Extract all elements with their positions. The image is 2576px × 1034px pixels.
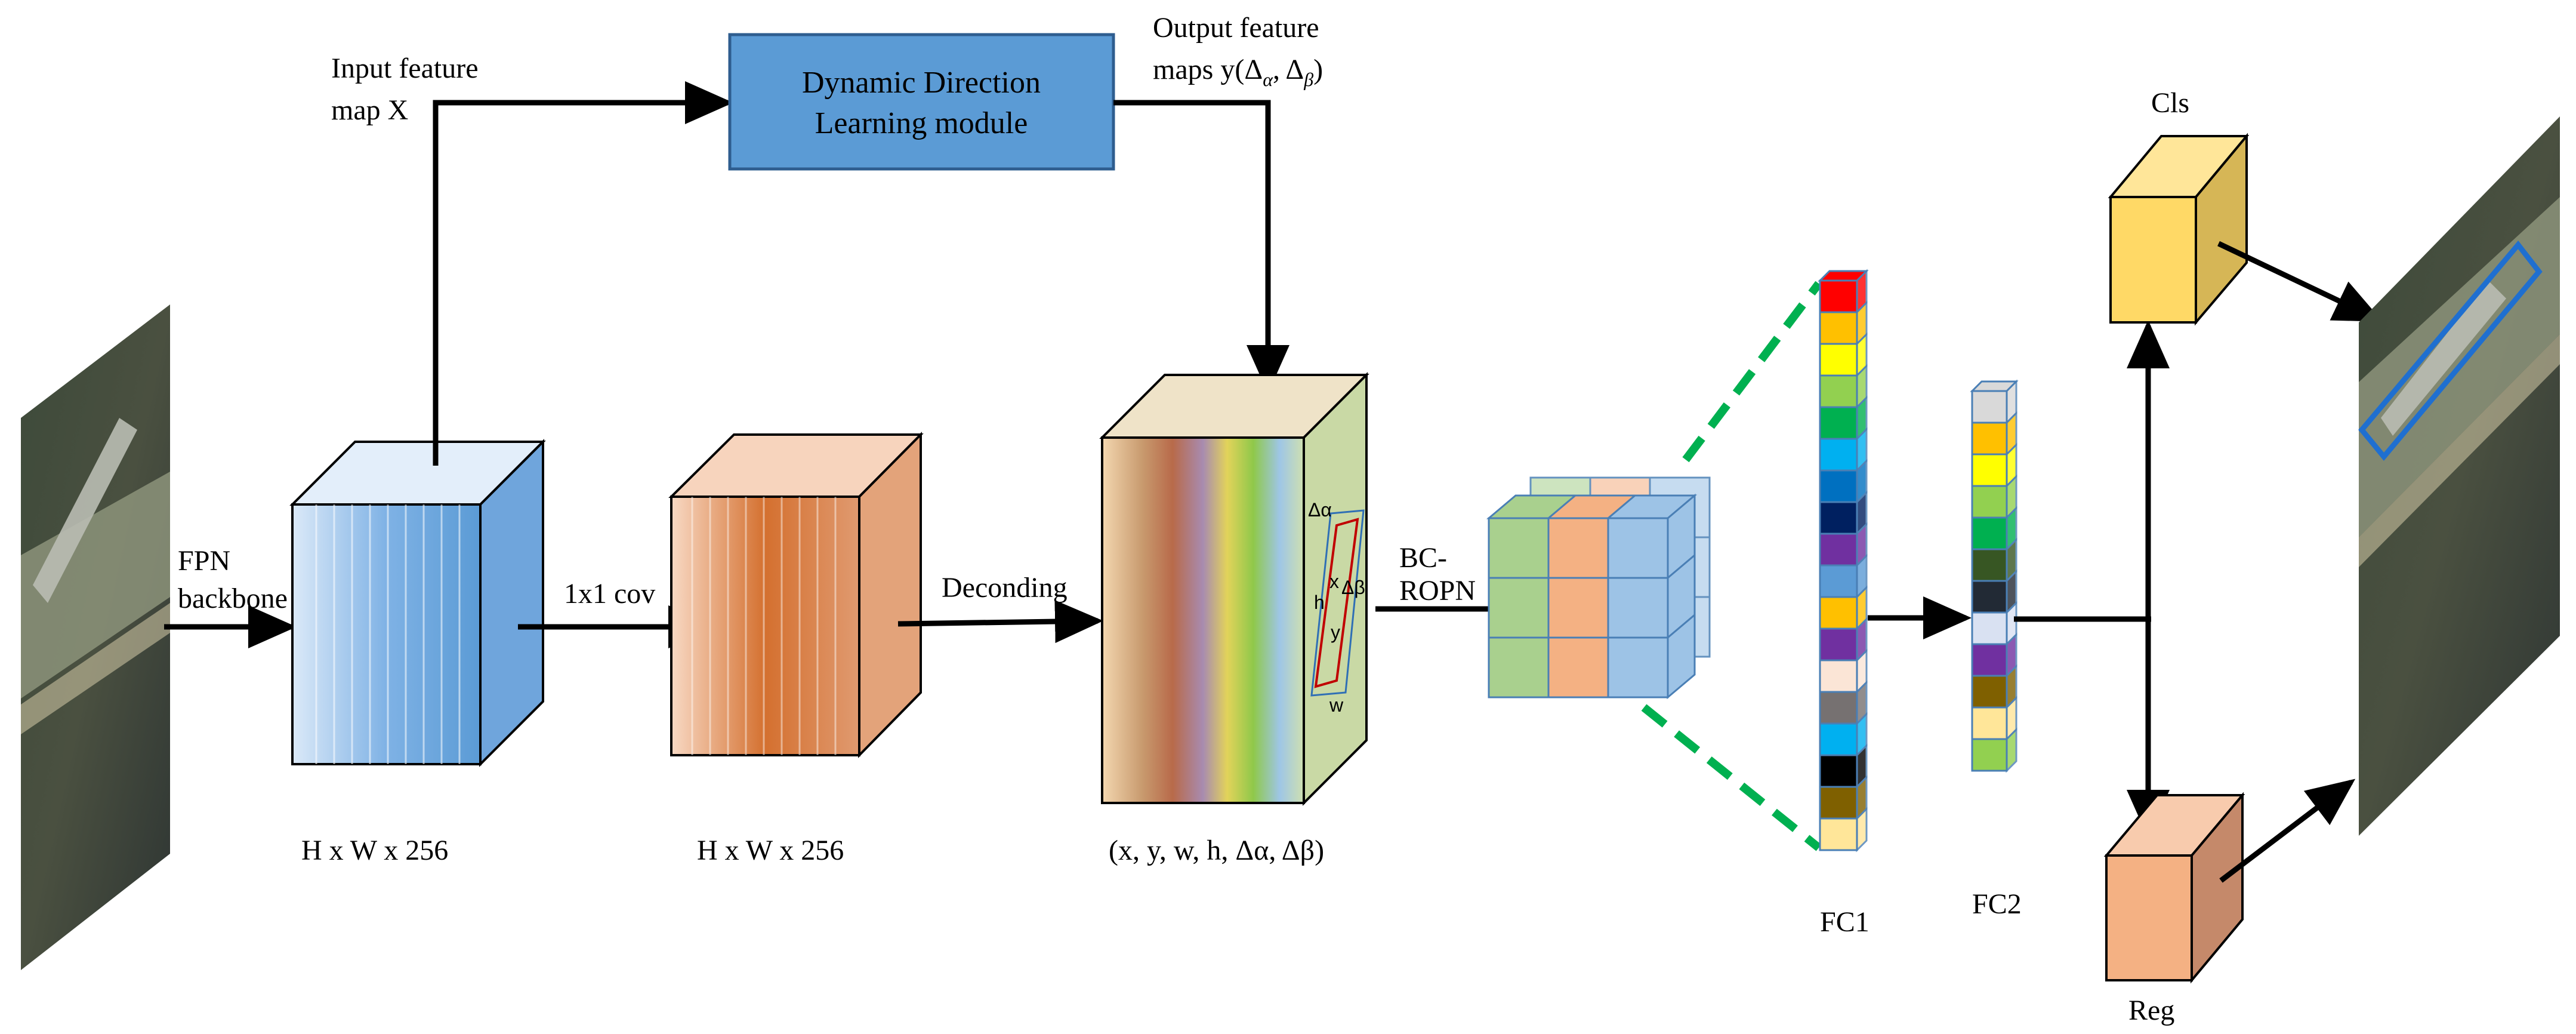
box-label-w: w bbox=[1329, 694, 1344, 716]
dashed-line-top bbox=[1682, 281, 1822, 463]
cls-label: Cls bbox=[2151, 87, 2189, 119]
box-label-da: Δα bbox=[1308, 499, 1332, 521]
fc1-cell bbox=[1819, 469, 1858, 503]
arrow-input-to-module bbox=[433, 81, 733, 466]
bc-label-line2: ROPN bbox=[1399, 575, 1476, 607]
outputs-tuple-label: (x, y, w, h, Δα, Δβ) bbox=[1109, 835, 1324, 866]
decoding-label: Deconding bbox=[942, 572, 1068, 604]
fc1-cell bbox=[1819, 659, 1858, 693]
fc2-cell bbox=[1971, 485, 2008, 519]
arrow-module-to-output bbox=[1113, 100, 1289, 393]
box-label-x: x bbox=[1329, 571, 1339, 592]
cls-cube bbox=[2108, 133, 2250, 326]
dim-label-1: H x W x 256 bbox=[301, 835, 448, 866]
box-label-y: y bbox=[1331, 621, 1340, 643]
reg-label: Reg bbox=[2128, 995, 2174, 1026]
module-label-line1: Dynamic Direction bbox=[802, 66, 1041, 100]
arrow-decoding bbox=[897, 600, 1103, 644]
fc2-cell bbox=[1971, 548, 2008, 582]
dim-label-2: H x W x 256 bbox=[697, 835, 844, 866]
fc1-cell bbox=[1819, 343, 1858, 377]
module-label-line2: Learning module bbox=[815, 106, 1028, 140]
fc1-cell bbox=[1819, 279, 1858, 313]
fc1-cell bbox=[1819, 311, 1858, 345]
output-label-line1: Output feature bbox=[1153, 12, 1319, 44]
dynamic-direction-module bbox=[728, 33, 1115, 171]
fc1-cell bbox=[1819, 754, 1858, 788]
fc1-cell bbox=[1819, 533, 1858, 567]
fc1-cell bbox=[1819, 722, 1858, 756]
box-label-db: Δβ bbox=[1341, 577, 1365, 598]
fc1-cell bbox=[1819, 786, 1858, 820]
fc2-cell bbox=[1971, 390, 2008, 424]
fc2-label: FC2 bbox=[1972, 888, 2022, 920]
fc2-cell bbox=[1971, 580, 2008, 614]
fpn-label-line1: FPN bbox=[178, 545, 230, 577]
fpn-label-line2: backbone bbox=[178, 583, 288, 614]
orange-feature-block bbox=[668, 432, 924, 758]
blue-feature-block bbox=[289, 439, 546, 767]
reg-cube bbox=[2103, 792, 2245, 984]
detection-box bbox=[2358, 240, 2543, 461]
fc1-cell bbox=[1819, 627, 1858, 661]
fc1-cell bbox=[1819, 564, 1858, 598]
fc2-cell bbox=[1971, 706, 2008, 740]
output-label-line2: maps y(Δα, Δβ) bbox=[1153, 54, 1323, 90]
fc1-cell bbox=[1819, 501, 1858, 535]
fc2-cell bbox=[1971, 643, 2008, 677]
conv-label: 1x1 cov bbox=[564, 578, 655, 610]
input-label-line2: map X bbox=[331, 94, 408, 126]
fc1-cell bbox=[1819, 817, 1858, 851]
fc2-cell bbox=[1971, 675, 2008, 709]
input-image bbox=[21, 304, 170, 970]
bc-label-line1: BC- bbox=[1399, 542, 1447, 574]
fc2-cell bbox=[1971, 421, 2008, 456]
arrow-reg-to-output bbox=[2219, 778, 2356, 883]
fc2-cell bbox=[1971, 611, 2008, 645]
dashed-line-bottom bbox=[1641, 704, 1822, 851]
fc1-cell bbox=[1819, 691, 1858, 725]
roi-cube-grid bbox=[1486, 476, 1711, 700]
fc2-column bbox=[1970, 379, 2019, 773]
arrow-cls-to-output bbox=[2217, 241, 2383, 322]
input-label-line1: Input feature bbox=[331, 53, 479, 84]
fc2-cell bbox=[1971, 738, 2008, 772]
output-feature-block: Δα Δβ x y h w bbox=[1099, 372, 1369, 806]
fc2-cell bbox=[1971, 516, 2008, 550]
fc1-cell bbox=[1819, 438, 1858, 472]
fc1-cell bbox=[1819, 596, 1858, 630]
rotated-box-sketch: Δα Δβ x y h w bbox=[1308, 499, 1365, 716]
fc1-cell bbox=[1819, 374, 1858, 408]
output-image bbox=[2358, 116, 2560, 836]
box-label-h: h bbox=[1314, 592, 1325, 613]
fc1-cell bbox=[1819, 406, 1858, 440]
fc1-column bbox=[1818, 269, 1869, 853]
fc1-label: FC1 bbox=[1820, 906, 1869, 938]
fc2-cell bbox=[1971, 453, 2008, 487]
